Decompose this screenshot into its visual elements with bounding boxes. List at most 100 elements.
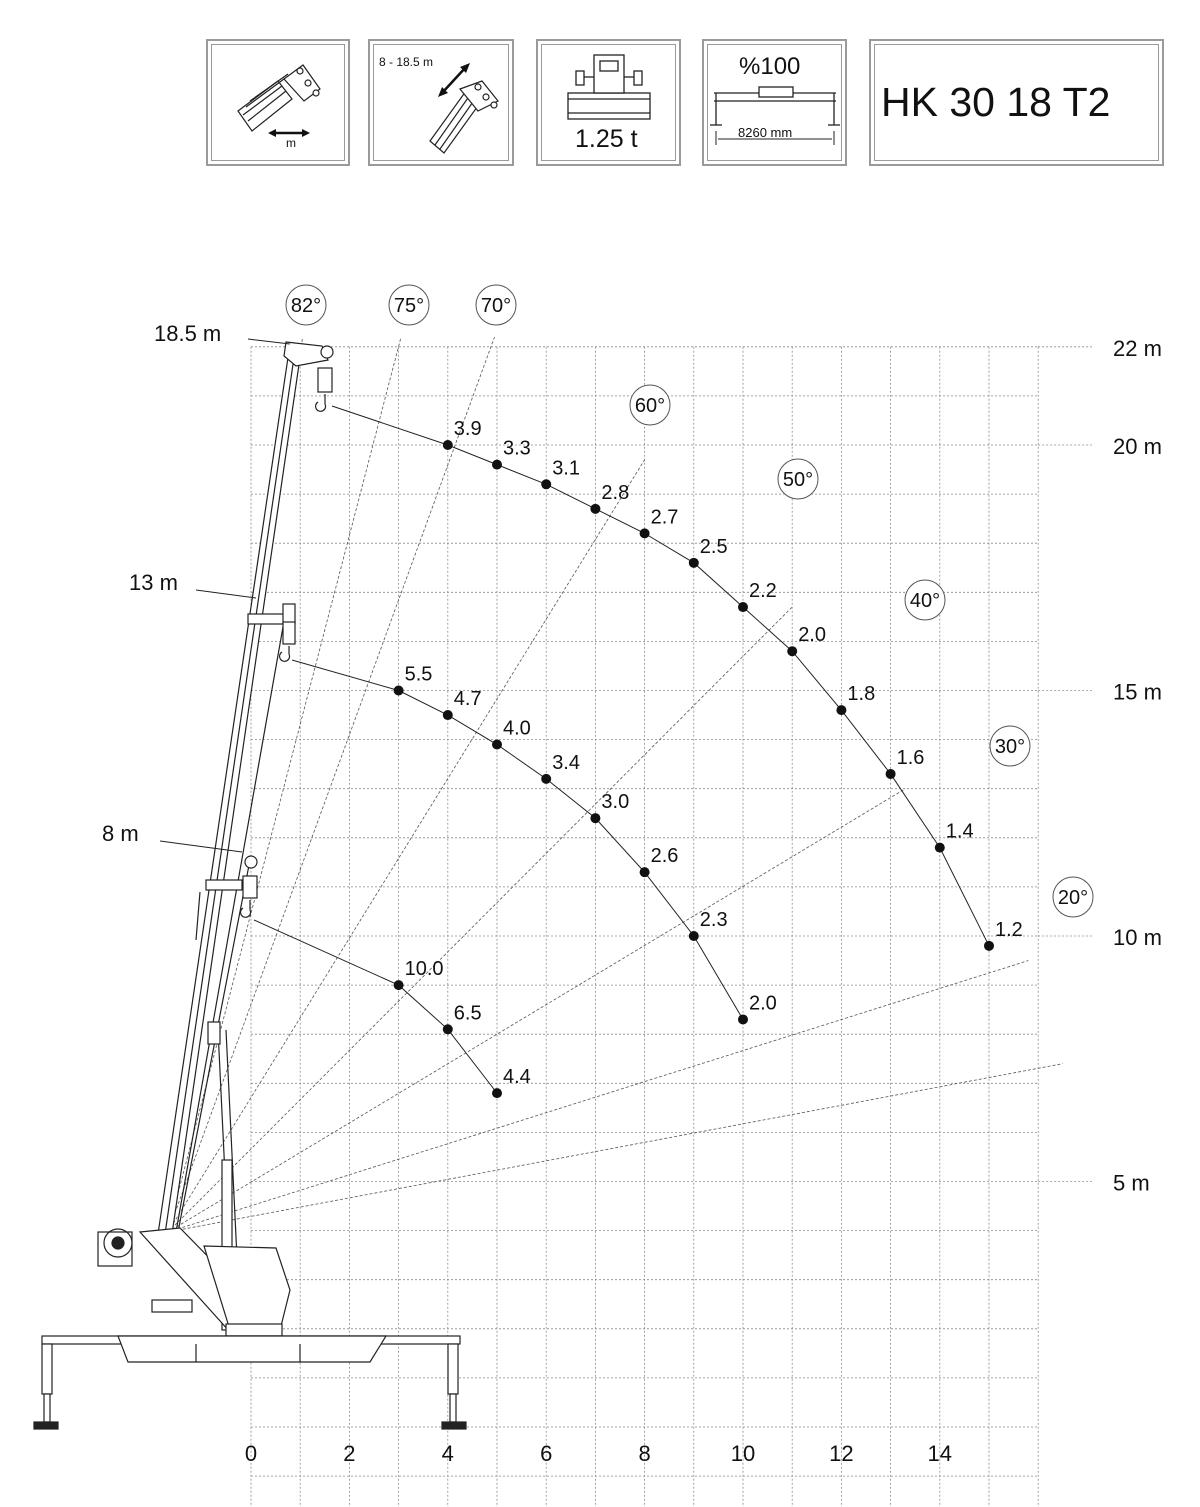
- x-tick-label: 6: [540, 1441, 552, 1466]
- load-label: 2.6: [651, 845, 679, 867]
- angle-marker: [1052, 876, 1094, 918]
- load-label: 2.8: [601, 482, 629, 504]
- angle-label: 70°: [481, 295, 511, 317]
- load-point: [393, 685, 404, 696]
- load-label: 4.4: [503, 1066, 531, 1088]
- angle-marker: [475, 284, 517, 326]
- outrigger-panel: %100 8260 mm: [702, 39, 847, 166]
- load-point: [442, 440, 453, 450]
- boom-center-line: [164, 343, 297, 1235]
- load-label: 2.0: [798, 624, 826, 646]
- load-point: [738, 1014, 748, 1025]
- y-tick-label: 22 m: [1113, 336, 1162, 361]
- outrigger-leg: [41, 1343, 53, 1395]
- load-label: 10.0: [405, 958, 444, 980]
- load-point: [541, 479, 552, 490]
- outriggers-icon: [710, 86, 840, 145]
- x-tick-label: 4: [442, 1441, 454, 1466]
- cylinder-head: [207, 1021, 221, 1045]
- panel-border: [707, 44, 842, 161]
- counterweight-value: 1.25 t: [575, 125, 638, 153]
- boom-length-label: 13 m: [129, 570, 178, 595]
- boom-section-line: [175, 609, 287, 1233]
- angle-line: [167, 606, 793, 1233]
- angle-marker: [777, 458, 819, 500]
- load-label: 3.0: [601, 791, 629, 813]
- angle-label: 50°: [783, 469, 813, 491]
- outrigger-jack: [449, 1393, 457, 1423]
- outrigger-span: 8260 mm: [738, 125, 793, 140]
- load-point: [492, 459, 502, 470]
- angle-marker: [904, 579, 946, 621]
- load-point: [393, 980, 404, 991]
- counterweight-icon: [567, 54, 651, 120]
- load-point: [590, 503, 601, 514]
- x-tick-label: 12: [829, 1441, 853, 1466]
- panel-border: [541, 44, 676, 161]
- load-point: [688, 557, 699, 568]
- load-label: 5.5: [405, 664, 433, 686]
- model-name: HK 30 18 T2: [881, 79, 1111, 125]
- load-point: [787, 646, 798, 657]
- load-label: 2.5: [700, 536, 728, 558]
- angle-line: [167, 336, 495, 1233]
- load-point: [492, 1088, 502, 1099]
- boom-length-leader: [195, 589, 257, 599]
- boom-radius-panel: m: [206, 39, 350, 166]
- boom-section-line: [177, 859, 251, 1233]
- load-label: 3.3: [503, 438, 531, 460]
- angle-label: 30°: [995, 736, 1025, 758]
- model-panel: HK 30 18 T2: [869, 39, 1164, 166]
- load-point: [639, 867, 650, 878]
- boom-head: [283, 341, 329, 367]
- load-point: [442, 1024, 453, 1035]
- angle-marker: [989, 725, 1031, 767]
- angle-label: 82°: [291, 295, 321, 317]
- load-point: [492, 739, 502, 750]
- panel-border: [874, 44, 1159, 161]
- sheave-block: [282, 603, 296, 625]
- crane-boom-fixed-icon: [237, 64, 321, 137]
- load-label: 2.3: [700, 909, 728, 931]
- load-curve: [291, 659, 744, 1020]
- load-label: 1.8: [847, 683, 875, 705]
- load-point: [442, 710, 453, 721]
- boom-length-leader: [247, 338, 291, 345]
- load-point: [688, 931, 699, 941]
- load-label: 3.9: [454, 418, 482, 440]
- angle-marker: [285, 284, 327, 326]
- hook-block: [282, 621, 296, 645]
- x-tick-label: 0: [245, 1441, 257, 1466]
- x-tick-label: 2: [343, 1441, 355, 1466]
- boom-length-range: 8 - 18.5 m: [379, 55, 434, 69]
- angle-label: 75°: [394, 295, 424, 317]
- outrigger-jack: [43, 1393, 51, 1423]
- crane-cabin: [203, 1245, 291, 1331]
- winch-hub: [111, 1236, 125, 1250]
- load-label: 1.4: [946, 821, 974, 843]
- load-label: 3.1: [552, 457, 580, 479]
- load-point: [541, 773, 552, 784]
- x-tick-label: 14: [928, 1441, 952, 1466]
- load-label: 2.7: [651, 506, 679, 528]
- load-point: [984, 940, 994, 951]
- sheave: [244, 855, 258, 869]
- y-tick-label: 15 m: [1113, 680, 1162, 705]
- boom-length-label: 18.5 m: [154, 321, 221, 346]
- x-tick-label: 8: [638, 1441, 650, 1466]
- outrigger-pad: [33, 1421, 59, 1430]
- load-point: [590, 813, 601, 824]
- angle-line: [167, 1063, 1063, 1233]
- outrigger-percent: %100: [739, 53, 801, 80]
- angle-line: [167, 459, 645, 1233]
- load-label: 1.6: [897, 747, 925, 769]
- y-tick-label: 20 m: [1113, 434, 1162, 459]
- chassis-frame: [117, 1335, 388, 1363]
- load-label: 6.5: [454, 1002, 482, 1024]
- crane-boom-telescopic-icon: [429, 63, 499, 154]
- angle-label: 20°: [1058, 887, 1088, 909]
- load-point: [738, 602, 748, 613]
- slewing-ring: [225, 1323, 283, 1337]
- y-tick-label: 5 m: [1113, 1171, 1150, 1196]
